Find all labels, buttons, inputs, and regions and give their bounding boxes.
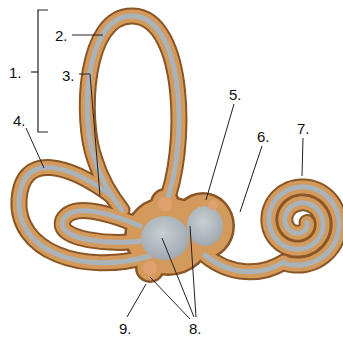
callout-number: 4. [12, 112, 27, 129]
callout-number: 2. [54, 27, 69, 44]
callout-number: 6. [256, 128, 271, 145]
callout-number: 8. [188, 320, 203, 337]
callout-number: 1. [8, 64, 23, 81]
bony-tubes [19, 16, 339, 272]
callout-number: 3. [61, 67, 76, 84]
vestibule [127, 191, 233, 281]
sacs [141, 197, 223, 275]
callout-number: 9. [118, 320, 133, 337]
callout-number: 5. [228, 86, 243, 103]
membranous-ducts [19, 16, 339, 272]
leader-lines [26, 35, 303, 319]
callout-number: 7. [296, 120, 311, 137]
tube-outlines [19, 16, 339, 272]
bracket [31, 10, 48, 132]
